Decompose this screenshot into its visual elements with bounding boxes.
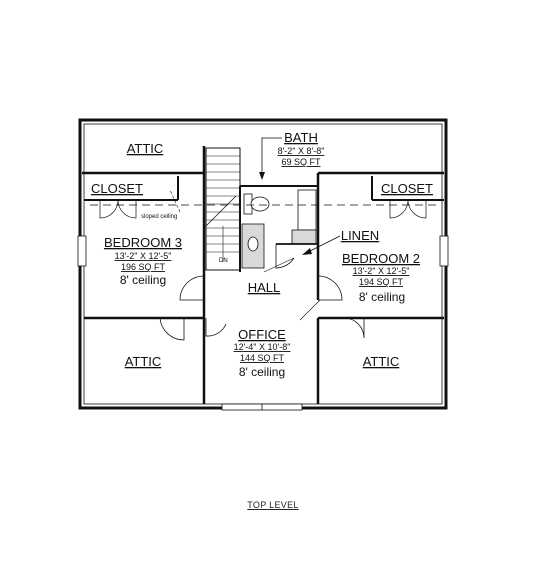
- linen-label: LINEN: [341, 228, 379, 243]
- hall-wall: [263, 257, 295, 273]
- bedroom2-door-swing: [317, 275, 343, 301]
- linen-leader-arrow: [307, 235, 341, 253]
- bedroom2-label: BEDROOM 2: [342, 251, 420, 266]
- stair-break-line: [205, 195, 237, 227]
- bath-dims: 8'-2" X 8'-8": [278, 146, 325, 156]
- arrowhead: [302, 248, 312, 255]
- office-area: 144 SQ FT: [240, 353, 285, 363]
- linen-closet: [291, 229, 317, 245]
- bath-door-swing: [275, 244, 295, 269]
- office-ceiling: 8' ceiling: [239, 365, 285, 379]
- sink-icon: [247, 236, 259, 252]
- stair-down-label: DN: [219, 258, 228, 264]
- shower-icon: [297, 189, 317, 231]
- closet-door-swing-left: [99, 199, 137, 219]
- bedroom3-label: BEDROOM 3: [104, 235, 182, 250]
- arrowhead: [259, 172, 265, 180]
- office-label: OFFICE: [238, 327, 286, 342]
- attic-right-label: ATTIC: [363, 354, 400, 369]
- bath-leader-arrow: [261, 137, 282, 176]
- office-dims: 12'-4" X 10'-8": [234, 342, 291, 352]
- bedroom3-ceiling: 8' ceiling: [120, 273, 166, 287]
- bath-label: BATH: [284, 130, 318, 145]
- toilet-bowl-icon: [250, 196, 270, 212]
- bedroom2-ceiling: 8' ceiling: [359, 290, 405, 304]
- attic-left-door-swing: [159, 317, 185, 341]
- bedroom3-dims: 13'-2" X 12'-5": [115, 251, 172, 261]
- closet-left-label: CLOSET: [91, 181, 143, 196]
- sloped-ceiling-note: sloped ceiling: [141, 214, 177, 220]
- closet-door-swing-right: [389, 199, 427, 219]
- hall-label: HALL: [248, 280, 281, 295]
- office-door-swing: [205, 318, 227, 337]
- bedroom2-area: 194 SQ FT: [359, 277, 404, 287]
- hall-linen-door-swing: [299, 299, 321, 321]
- bath-area: 69 SQ FT: [281, 157, 321, 167]
- bedroom3-door-swing: [179, 275, 205, 301]
- sloped-ceiling-arrow: [169, 189, 181, 213]
- closet-right-label: CLOSET: [381, 181, 433, 196]
- bedroom3-area: 196 SQ FT: [121, 262, 166, 272]
- plan-caption: TOP LEVEL: [247, 500, 299, 510]
- attic-left-label: ATTIC: [125, 354, 162, 369]
- bedroom2-dims: 13'-2" X 12'-5": [353, 266, 410, 276]
- attic-top-label: ATTIC: [127, 141, 164, 156]
- attic-right-door-swing: [343, 317, 365, 339]
